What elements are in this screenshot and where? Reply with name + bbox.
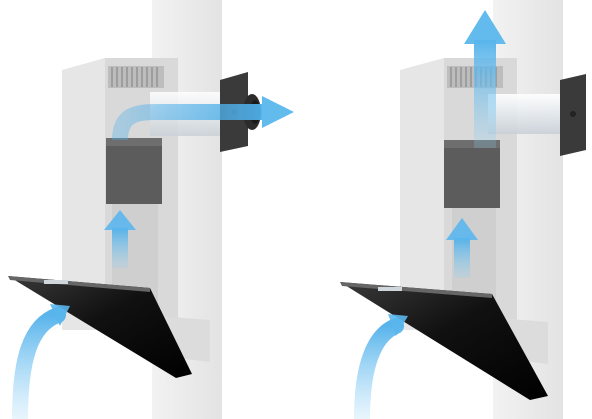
airflow-duct-right <box>454 238 470 278</box>
panel-left <box>0 0 294 419</box>
hood-control-left <box>44 280 68 284</box>
chimney-front-right <box>400 58 444 330</box>
top-grille-left <box>108 66 164 88</box>
airflow-intake-right <box>354 318 404 419</box>
hood-glass-right <box>340 282 548 400</box>
arrow-up-right <box>464 10 506 44</box>
motor-box-left <box>106 138 162 204</box>
hood-rim-right <box>340 282 492 298</box>
arrow-duct-right <box>446 218 478 240</box>
arrow-intake-left <box>50 304 70 326</box>
airflow-intake-left <box>12 307 66 419</box>
hood-glass-left <box>8 276 192 378</box>
panel-right <box>340 0 586 419</box>
hood-control-right <box>378 287 402 291</box>
chimney-front-left <box>62 58 105 330</box>
airflow-elbow-left <box>112 104 262 141</box>
arrow-intake-right <box>388 314 408 336</box>
airflow-up-right <box>474 40 496 148</box>
arrow-out-left <box>262 96 294 128</box>
wall-pipe-right <box>488 94 572 134</box>
hood-rim-left <box>8 276 150 292</box>
arrow-duct-left <box>104 210 136 230</box>
airflow-duct-left <box>112 228 128 268</box>
motor-box-right <box>444 140 500 208</box>
